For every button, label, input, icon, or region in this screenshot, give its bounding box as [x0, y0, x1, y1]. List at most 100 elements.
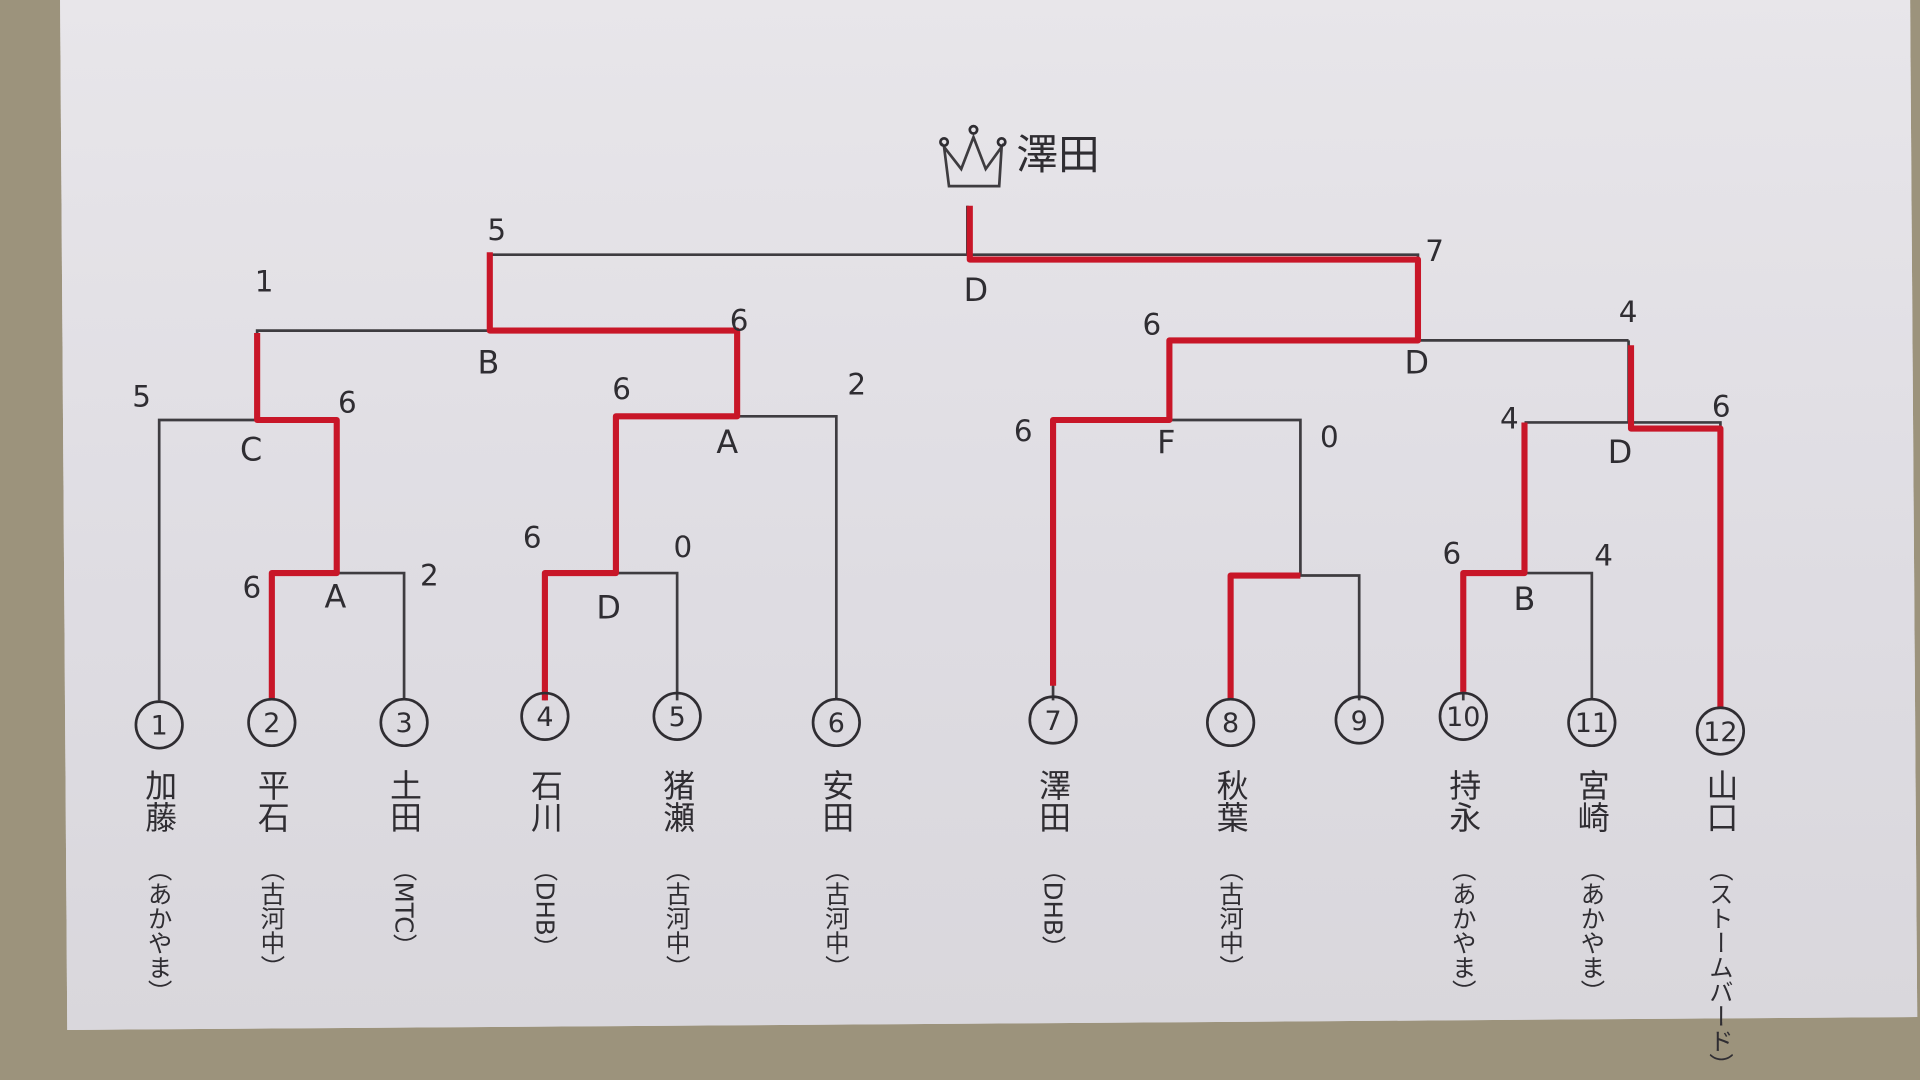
score-left: 4 [1500, 402, 1519, 436]
score-right: 7 [1425, 234, 1444, 268]
player-name: 澤田 [1034, 769, 1072, 833]
seed-circle [1334, 695, 1384, 745]
score-right: 6 [730, 304, 749, 338]
player-name: 持永 [1444, 769, 1482, 833]
match-sf-right: 6 4 D [1142, 295, 1637, 381]
match-r1-10v11: 6 4 B [1442, 536, 1613, 618]
score-left: 6 [1014, 414, 1033, 448]
score-right: 4 [1619, 295, 1638, 329]
player-entry: 12 山口 （ストームバード） [1695, 706, 1746, 1077]
court-label: B [478, 343, 500, 381]
seed-number: 3 [396, 708, 413, 739]
player-name: 秋葉 [1212, 769, 1250, 833]
player-name: 猪瀬 [658, 769, 696, 833]
player-team: （ストームバード） [1706, 857, 1735, 1077]
court-label: D [964, 271, 989, 309]
court-label: D [596, 588, 621, 626]
court-label: B [1513, 580, 1535, 618]
player-name: 石川 [526, 769, 564, 833]
player-team: （古河中） [1216, 857, 1245, 979]
match-r1-4v5: 6 0 D [523, 520, 692, 626]
player-name: 土田 [385, 769, 423, 833]
match-r1-2v3: 6 2 A [242, 558, 438, 615]
match-qf-Bv12: 4 6 D [1500, 389, 1731, 471]
seed-circle [379, 697, 429, 748]
score-left: 6 [523, 520, 542, 554]
seed-number: 11 [1575, 708, 1609, 739]
score-right: 6 [1712, 389, 1731, 423]
seed-number: 8 [1222, 708, 1239, 739]
player-name: 宮崎 [1573, 769, 1611, 833]
player-entry: 6 安田 （古河中） [811, 697, 861, 980]
score-left: 6 [612, 372, 631, 406]
seed-number: 6 [828, 708, 845, 739]
seed-circle [1028, 695, 1078, 745]
player-team: （古河中） [257, 857, 286, 979]
player-entry: 8 秋葉 （古河中） [1206, 697, 1256, 980]
player-entry: 7 澤田 （DHB） [1028, 695, 1078, 960]
score-left: 5 [487, 213, 506, 247]
match-final: 5 7 D [487, 213, 1444, 309]
crown-icon [939, 124, 1007, 188]
player-entry: 5 猪瀬 （古河中） [652, 691, 702, 980]
player-entry: 1 加藤 （あかやま） [134, 700, 184, 1004]
score-right: 6 [338, 386, 357, 420]
player-team: （あかやま） [1449, 857, 1478, 1004]
match-qf-Dv6: 6 2 A [612, 367, 866, 461]
score-left: 5 [132, 380, 151, 414]
seed-circle [811, 697, 861, 748]
player-entry: 9 [1334, 695, 1384, 745]
player-team: （あかやま） [1577, 857, 1606, 1004]
score-left: 1 [255, 264, 274, 298]
score-right: 0 [673, 530, 692, 564]
player-entry: 3 土田 （MTC） [379, 697, 429, 958]
court-label: A [716, 423, 738, 461]
player-name: 山口 [1701, 769, 1739, 833]
seed-circle [1695, 706, 1746, 756]
winner-paths [254, 205, 1724, 708]
player-list: 1 加藤 （あかやま） 2平石（古河中） 3 土田 （MTC） 4 石川 （DHB） 5 猪瀬 （古河中… [134, 691, 1746, 1077]
seed-circle [134, 700, 184, 750]
seed-number: 2 [263, 708, 280, 739]
seed-number: 9 [1351, 706, 1368, 737]
player-team: （MTC） [390, 857, 419, 958]
score-right: 0 [1320, 420, 1339, 454]
match-qf-7v8: 6 0 F [1014, 414, 1339, 461]
court-label: A [324, 577, 346, 615]
player-entry: 10 持永 （あかやま） [1438, 691, 1488, 1004]
seed-circle [247, 697, 297, 748]
player-entry: 11 宮崎 （あかやま） [1567, 697, 1617, 1004]
seed-number: 7 [1044, 706, 1061, 737]
match-qf-1vA: 5 6 C [132, 380, 356, 469]
seed-number: 10 [1446, 702, 1480, 733]
seed-number: 12 [1703, 717, 1737, 748]
score-right: 4 [1594, 539, 1613, 573]
court-label: C [240, 430, 262, 468]
court-label: F [1157, 423, 1175, 461]
seed-circle [1206, 697, 1256, 748]
seed-number: 5 [669, 702, 686, 733]
seed-circle [1438, 691, 1488, 741]
player-team: （DHB） [1039, 857, 1068, 960]
player-name: 安田 [817, 769, 855, 833]
player-team: （古河中） [663, 857, 692, 979]
match-sf-left: 1 6 B [255, 264, 749, 381]
score-left: 6 [1442, 536, 1461, 570]
player-name: 加藤 [140, 769, 178, 833]
bracket-lines [157, 205, 1722, 708]
court-label: D [1404, 343, 1429, 381]
player-team: （あかやま） [145, 857, 174, 1004]
score-left: 6 [242, 571, 261, 605]
seed-circle [652, 691, 702, 741]
score-right: 2 [847, 367, 866, 401]
score-right: 2 [420, 558, 439, 592]
player-team: （DHB） [530, 857, 559, 960]
player-team: （古河中） [822, 857, 851, 979]
player-entry: 4 石川 （DHB） [520, 691, 570, 960]
seed-circle [520, 691, 570, 741]
seed-number: 1 [151, 711, 168, 742]
seed-number: 4 [536, 702, 553, 733]
player-entry: 2平石（古河中） [247, 697, 297, 980]
seed-circle [1567, 697, 1617, 748]
